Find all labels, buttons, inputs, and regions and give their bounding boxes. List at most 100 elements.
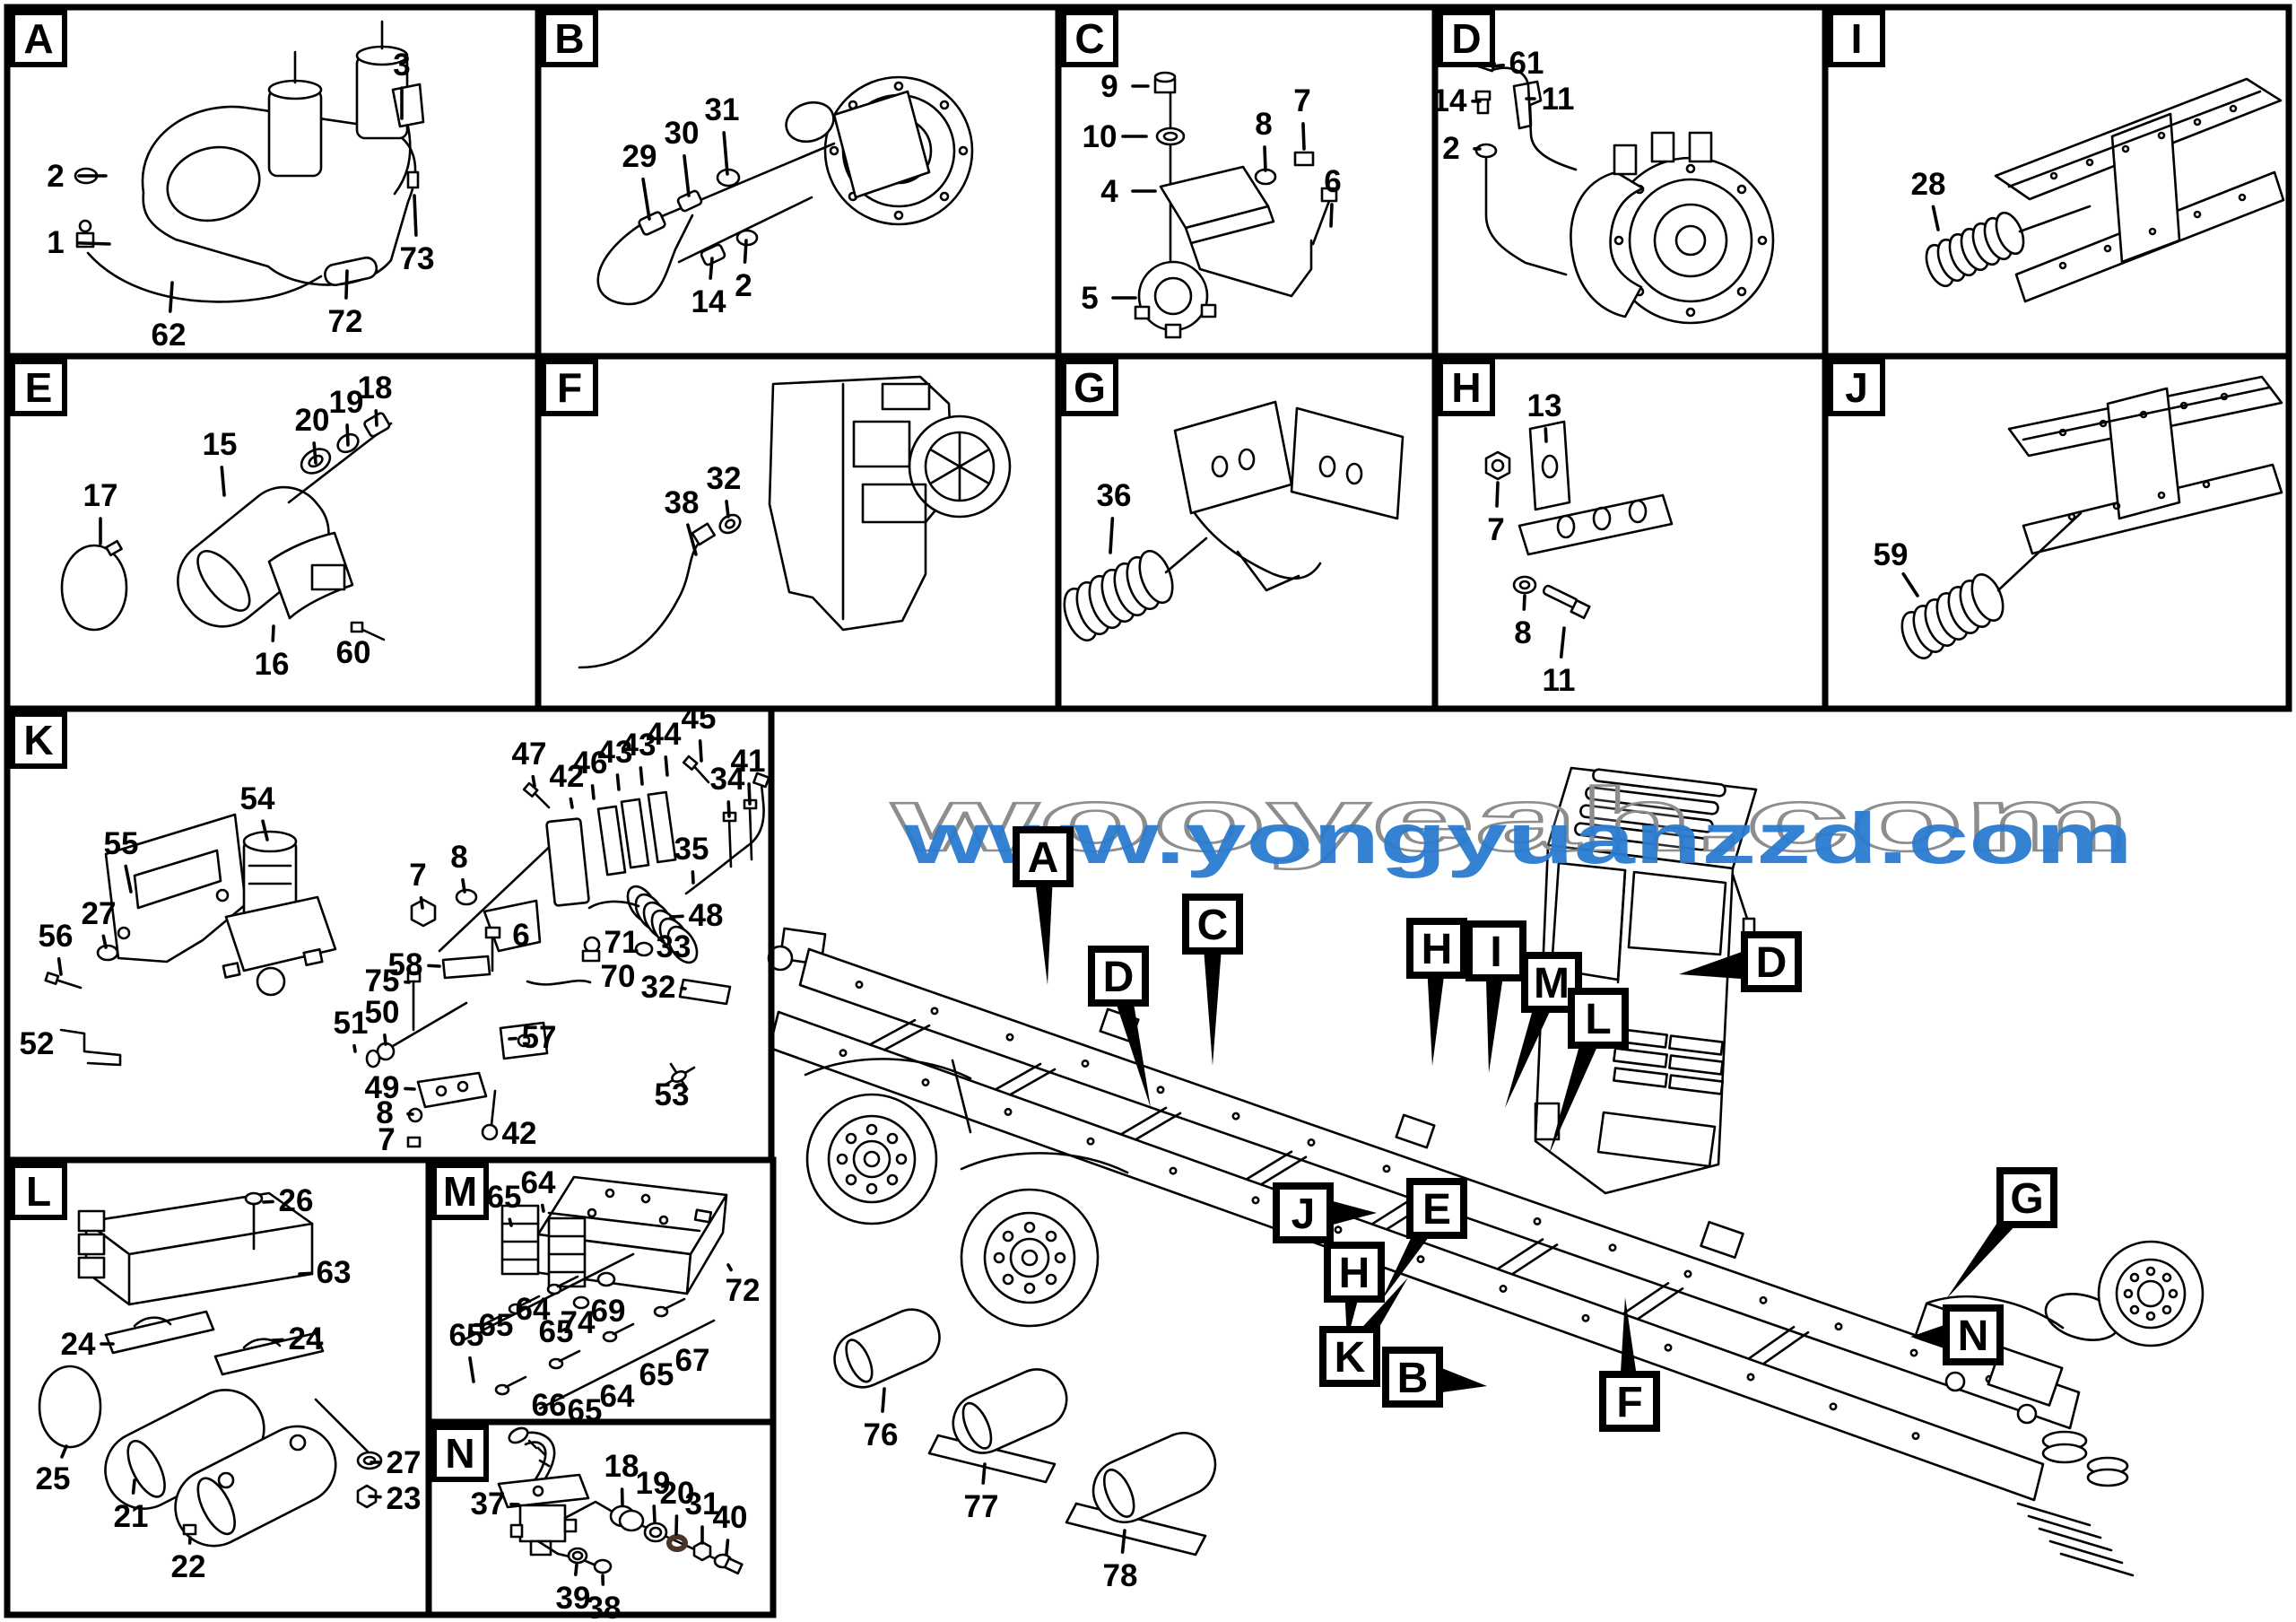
leader-line: [427, 964, 441, 968]
panel-border: [1822, 353, 2292, 712]
panel-letter-box: [1438, 10, 1495, 67]
leader-line: [691, 870, 695, 885]
location-marker-k-11: K: [1319, 1278, 1408, 1387]
panel-h-art: [1484, 420, 1674, 620]
leader-line: [344, 269, 349, 300]
leader-line: [1931, 205, 1940, 231]
part-number: 14: [1432, 83, 1467, 118]
panel-letter-box: [10, 10, 67, 67]
location-marker-g-14: G: [1946, 1167, 2057, 1299]
part-number: 31: [705, 92, 740, 127]
part-number: 33: [657, 929, 691, 964]
part-number: 41: [731, 744, 766, 779]
panel-letter-box: [10, 1163, 67, 1220]
part-number: 7: [378, 1122, 395, 1157]
leader-line: [168, 281, 174, 313]
leader-line: [1109, 517, 1115, 554]
leader-line: [131, 1478, 136, 1495]
panel-letter-box: [541, 359, 598, 416]
leader-line: [669, 914, 684, 919]
part-number: 32: [641, 970, 676, 1005]
part-number: 15: [203, 427, 238, 462]
part-number: 32: [707, 461, 742, 496]
part-number: 56: [39, 919, 74, 954]
leader-line: [725, 500, 730, 519]
part-number: 54: [240, 781, 275, 816]
part-number: 20: [660, 1476, 695, 1511]
marker-box: [1465, 920, 1526, 981]
part-number: 43: [622, 728, 657, 763]
location-letter: G: [2010, 1175, 2043, 1223]
part-number: 20: [295, 403, 330, 438]
location-letter: I: [1490, 929, 1501, 976]
leader-line: [743, 239, 748, 264]
part-number: 28: [1911, 167, 1946, 202]
part-number: 2: [735, 268, 752, 303]
part-number: 7: [1487, 512, 1504, 547]
main-part-78: 78: [1103, 1529, 1137, 1593]
marker-box: [1013, 826, 1074, 887]
part-number: 38: [587, 1591, 622, 1622]
part-number: 65: [479, 1308, 514, 1343]
part-number: 27: [387, 1445, 422, 1480]
leader-line: [468, 1356, 475, 1383]
panel-letter: B: [554, 15, 584, 62]
part-number: 64: [521, 1165, 556, 1200]
leader-line: [722, 131, 729, 176]
panel-letter: A: [23, 15, 53, 62]
panel-m-art: [461, 1175, 728, 1410]
part-number: 72: [726, 1273, 761, 1308]
panel-e-art: [60, 412, 393, 641]
part-number: 64: [516, 1292, 551, 1327]
part-number: 43: [598, 735, 633, 770]
location-letter: B: [1397, 1355, 1429, 1402]
part-number: 52: [20, 1026, 55, 1061]
part-number: 2: [1442, 131, 1459, 166]
part-number: 73: [400, 241, 435, 276]
marker-box: [1741, 931, 1802, 992]
panel-letter: E: [25, 364, 53, 411]
marker-pointer: [1549, 1014, 1609, 1155]
part-number: 2: [47, 159, 64, 194]
location-marker-c-2: C: [1182, 894, 1243, 1066]
leader-line: [1559, 626, 1566, 658]
leader-line: [461, 877, 466, 894]
location-letter: A: [1028, 834, 1059, 882]
leader-line: [664, 755, 669, 777]
part-number: 23: [387, 1481, 422, 1516]
part-number: 62: [152, 318, 187, 353]
leader-line: [709, 257, 714, 280]
leader-line: [368, 1495, 382, 1499]
watermark-overlay: www.yongyuanzzd.com: [902, 798, 2133, 878]
part-number: 18: [604, 1449, 639, 1484]
location-marker-n-15: N: [1910, 1304, 2004, 1365]
location-letter: K: [1335, 1334, 1366, 1382]
leader-line: [345, 423, 350, 447]
panel-letter-box: [1828, 359, 1885, 416]
part-number: 6: [512, 918, 529, 953]
part-number: 65: [539, 1314, 574, 1349]
leader-line: [312, 441, 317, 465]
part-number: 66: [532, 1388, 567, 1423]
marker-box: [1406, 1178, 1467, 1239]
front-wheel-2: [960, 1188, 1100, 1328]
panel-i-art: [1925, 77, 2285, 303]
panel-letter: D: [1451, 15, 1481, 62]
marker-box: [1568, 988, 1629, 1049]
watermark-outline: wooyeah.com: [891, 770, 2130, 870]
location-letter: E: [1422, 1186, 1451, 1234]
panel-border: [425, 1418, 777, 1618]
leader-line: [726, 1263, 733, 1272]
location-letter: H: [1339, 1250, 1370, 1297]
part-number: 50: [365, 995, 400, 1030]
part-number: 45: [682, 701, 717, 736]
leader-line: [101, 934, 108, 949]
leader-line: [271, 624, 275, 642]
leader-line: [569, 797, 574, 809]
part-number: 75: [365, 964, 400, 998]
part-number: 65: [487, 1180, 522, 1215]
panel-letter-box: [10, 711, 67, 769]
